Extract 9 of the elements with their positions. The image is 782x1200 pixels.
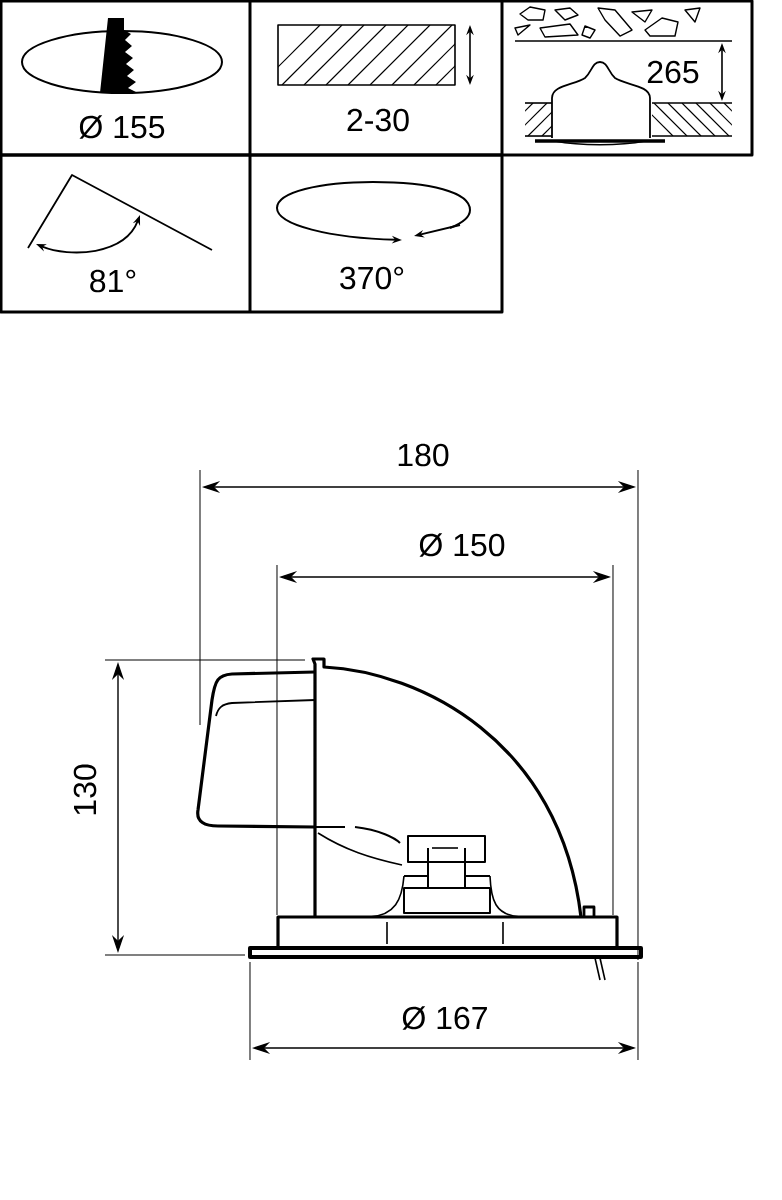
dimension-label: 2-30 bbox=[347, 108, 409, 132]
dimension-label: 130 bbox=[73, 764, 97, 815]
angle-label: 81° bbox=[90, 269, 136, 293]
angle-label: 370° bbox=[340, 266, 404, 290]
dimension-label: Ø 150 bbox=[419, 533, 505, 557]
dimension-label: Ø 155 bbox=[79, 115, 165, 139]
dimension-label: 180 bbox=[398, 443, 449, 467]
dimension-label: Ø 167 bbox=[402, 1006, 487, 1030]
dimension-label: 265 bbox=[647, 60, 699, 84]
